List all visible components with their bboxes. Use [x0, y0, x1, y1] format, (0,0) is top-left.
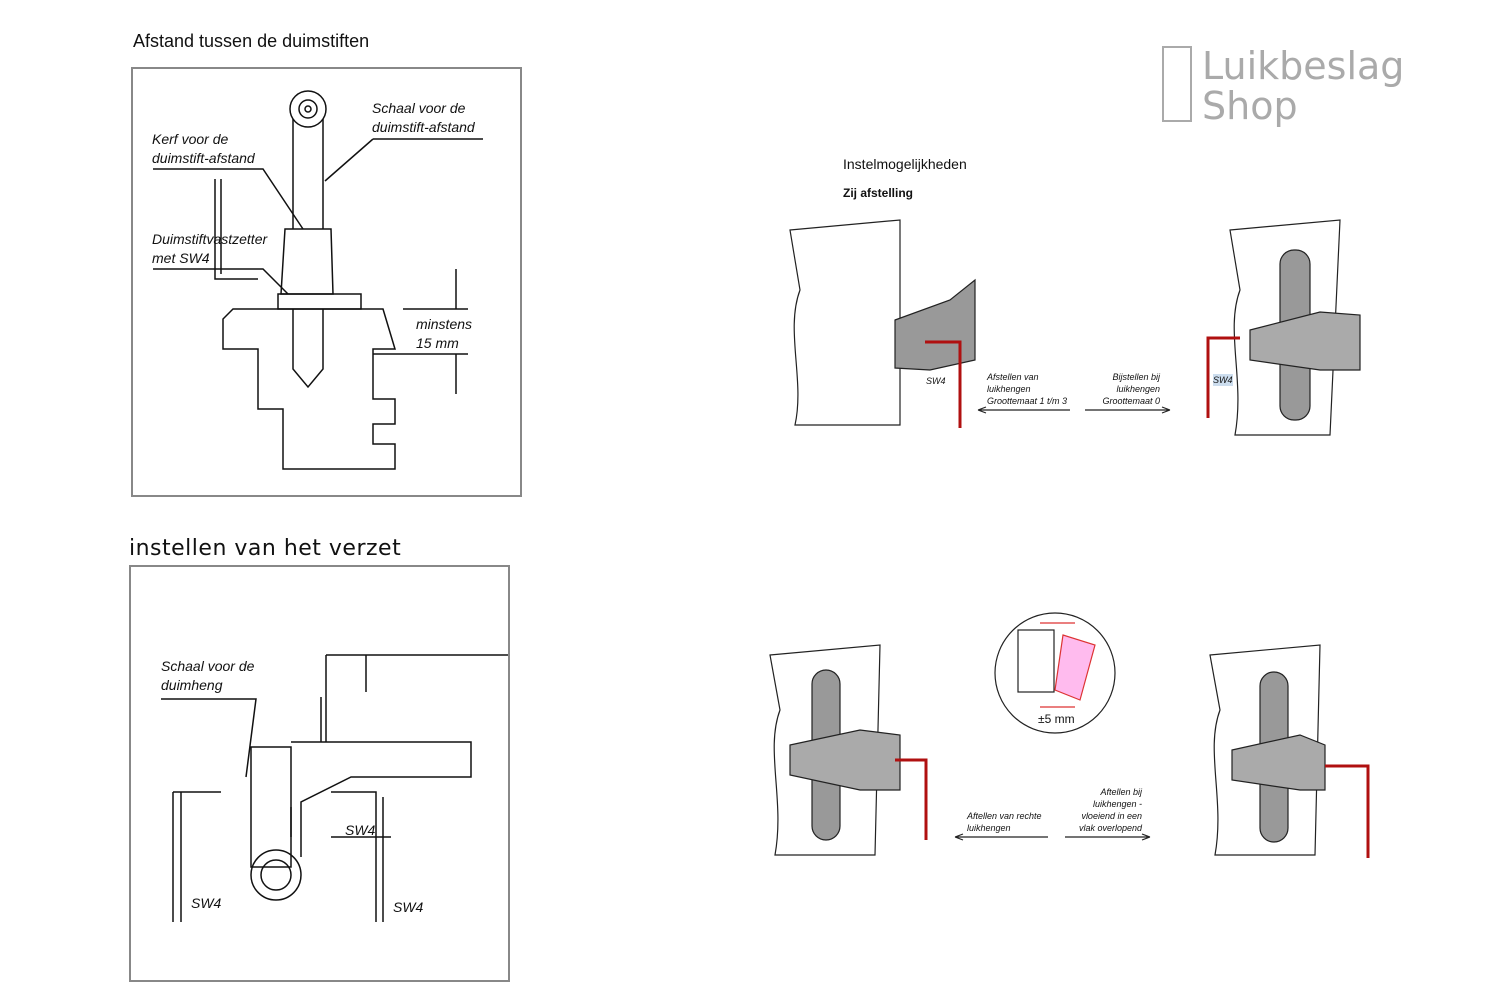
diagram-verzet: Schaal voor de duimheng SW4 SW4 SW4	[129, 565, 510, 982]
label-kerf: Kerf voor de duimstift-afstand	[152, 131, 255, 166]
label-sw4: SW4	[191, 895, 222, 911]
label-minstens: minstens 15 mm	[416, 316, 473, 351]
caption-bijstellen: Bijstellen bij luikhengen Groottemaat 0	[1102, 372, 1160, 406]
label-sw4: SW4	[345, 822, 376, 838]
label-schaal-duimheng: Schaal voor de duimheng	[161, 658, 255, 693]
right-title: Instelmogelijkheden	[843, 156, 967, 172]
logo-line1: Luikbeslag	[1202, 44, 1405, 88]
verzet-drawing	[161, 654, 508, 922]
caption-aftellen-recht: Aftellen van rechte luikhengen	[967, 811, 1042, 833]
caption-aftellen-vloeiend: Aftellen bij luikhengen - vloeiend in ee…	[1078, 787, 1142, 833]
diagram-duimstift-afstand: Kerf voor de duimstift-afstand Schaal vo…	[131, 67, 522, 497]
label-offset: ±5 mm	[1038, 712, 1075, 726]
logo-icon	[1162, 46, 1192, 122]
section-title-verzet: instellen van het verzet	[129, 536, 402, 561]
label-schaal: Schaal voor de duimstift-afstand	[372, 100, 475, 135]
right-subtitle: Zij afstelling	[843, 186, 914, 200]
caption-afstellen: Afstellen van luikhengen Groottemaat 1 t…	[987, 372, 1068, 406]
duimstift-drawing	[153, 90, 483, 470]
section-title-duimstiften: Afstand tussen de duimstiften	[133, 31, 370, 51]
label-vastzetter: Duimstiftvastzetter met SW4	[152, 231, 268, 266]
label-sw4-top-right: SW4	[1213, 374, 1233, 386]
logo-line2: Shop	[1202, 84, 1298, 128]
label-sw4-top-left: SW4	[926, 376, 946, 386]
label-sw4: SW4	[393, 899, 424, 915]
